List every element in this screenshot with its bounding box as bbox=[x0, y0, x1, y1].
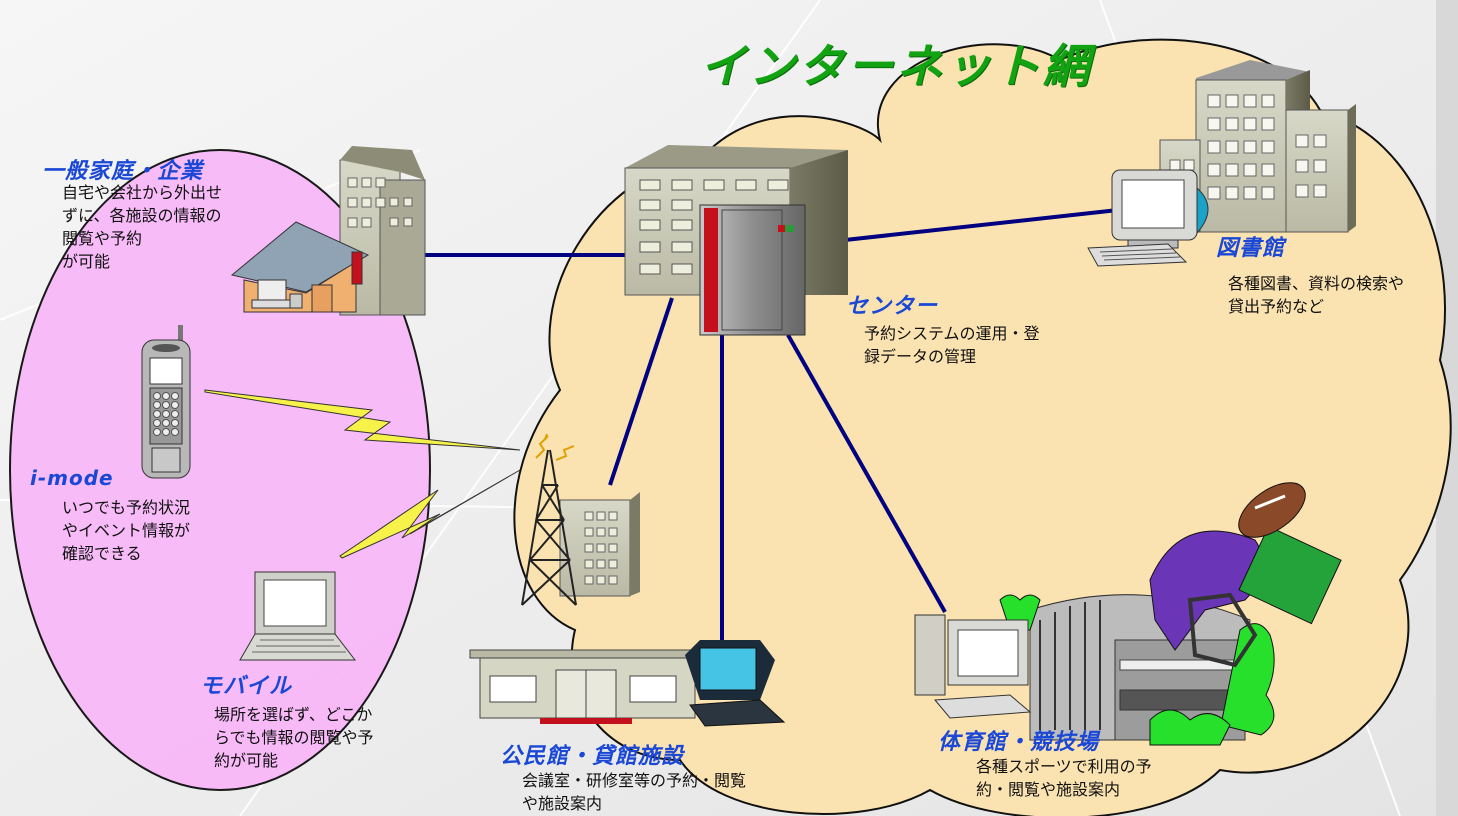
description-line: 約が可能 bbox=[214, 751, 279, 770]
description-line: が可能 bbox=[62, 252, 111, 271]
description-line: や施設案内 bbox=[522, 794, 603, 813]
community-computer-icon bbox=[685, 640, 786, 727]
library-computer-icon bbox=[1087, 169, 1209, 267]
gym-computer-icon bbox=[914, 614, 1032, 719]
library-description: 各種図書、資料の検索や 貸出予約など bbox=[1228, 272, 1404, 318]
description-line: 自宅や会社から外出せ bbox=[62, 183, 223, 202]
imode-description: いつでも予約状況 やイベント情報が 確認できる bbox=[62, 496, 190, 565]
description-line: らでも情報の閲覧や予 bbox=[214, 728, 374, 747]
center-server-icon bbox=[624, 145, 848, 336]
description-line: ずに、各施設の情報の bbox=[62, 206, 222, 225]
library-title: 図書館 bbox=[1216, 236, 1286, 261]
description-line: やイベント情報が bbox=[62, 521, 191, 540]
description-line: 各種スポーツで利用の予 bbox=[976, 757, 1152, 776]
imode-title: i-mode bbox=[30, 466, 114, 490]
mobile-title: モバイル bbox=[200, 674, 293, 699]
description-line: 約・閲覧や施設案内 bbox=[976, 780, 1121, 799]
description-line: 録データの管理 bbox=[864, 347, 977, 366]
internet-network-title: インターネット網 bbox=[700, 39, 1092, 93]
wireless-signal-icons bbox=[204, 389, 521, 559]
wireless-bolt-upper bbox=[204, 389, 521, 451]
gym-description: 各種スポーツで利用の予 約・閲覧や施設案内 bbox=[976, 755, 1152, 801]
description-line: 各種図書、資料の検索や bbox=[1228, 274, 1405, 293]
link-center-tower bbox=[608, 297, 674, 486]
community-hall-icon bbox=[469, 649, 701, 724]
home-enterprise-title: 一般家庭・企業 bbox=[42, 159, 204, 184]
description-line: いつでも予約状況 bbox=[62, 498, 191, 517]
mobile-description: 場所を選ばず、どこか らでも情報の閲覧や予 約が可能 bbox=[214, 703, 374, 772]
center-title: センター bbox=[846, 294, 939, 319]
description-line: 場所を選ばず、どこか bbox=[214, 705, 373, 724]
community-hall-title: 公民館・貸館施設 bbox=[500, 744, 685, 769]
mobile-laptop-icon bbox=[239, 571, 357, 661]
network-links bbox=[420, 208, 1119, 655]
description-line: 予約システムの運用・登 bbox=[864, 324, 1040, 343]
description-line: 貸出予約など bbox=[1228, 297, 1325, 316]
link-center-gym bbox=[786, 334, 947, 613]
description-line: 確認できる bbox=[62, 544, 142, 563]
link-center-library bbox=[844, 208, 1119, 242]
community-hall-description: 会議室・研修室等の予約・閲覧 や施設案内 bbox=[522, 769, 746, 815]
radio-tower-icon bbox=[521, 433, 640, 606]
wireless-bolt-lower bbox=[339, 469, 521, 559]
center-description: 予約システムの運用・登 録データの管理 bbox=[864, 322, 1040, 368]
gym-stadium-icon bbox=[999, 594, 1275, 746]
imode-phone-icon bbox=[141, 325, 191, 479]
home-enterprise-description: 自宅や会社から外出せ ずに、各施設の情報の 閲覧や予約 が可能 bbox=[62, 181, 222, 273]
description-line: 会議室・研修室等の予約・閲覧 bbox=[522, 771, 747, 790]
description-line: 閲覧や予約 bbox=[62, 229, 143, 248]
football-helmet-icon bbox=[1149, 482, 1342, 668]
home-enterprise-icon bbox=[230, 146, 426, 316]
gym-title: 体育館・競技場 bbox=[938, 730, 1100, 755]
